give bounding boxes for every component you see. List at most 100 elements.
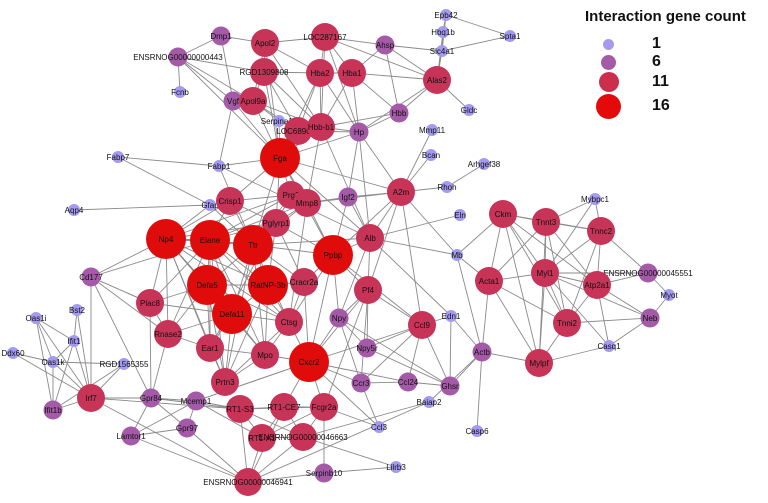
node-circle[interactable] <box>357 338 377 358</box>
node-spta1[interactable]: Spta1 <box>500 30 521 42</box>
node-hba1[interactable]: Hba1 <box>338 59 366 87</box>
node-ttr[interactable]: Ttr <box>233 225 273 265</box>
node-circle[interactable] <box>81 267 101 287</box>
node-circle[interactable] <box>489 200 517 228</box>
node-apol2[interactable]: Apol2 <box>251 29 279 57</box>
node-circle[interactable] <box>289 342 329 382</box>
node-npy[interactable]: Npy <box>329 308 349 328</box>
node-circle[interactable] <box>275 308 303 336</box>
node-circle[interactable] <box>311 23 339 51</box>
node-np4[interactable]: Np4 <box>146 219 186 259</box>
node-hbq1b[interactable]: Hbq1b <box>431 26 455 38</box>
node-circle[interactable] <box>233 225 273 265</box>
node-rnase2[interactable]: Rnase2 <box>154 320 182 348</box>
node-circle[interactable] <box>373 421 385 433</box>
node-aqp4[interactable]: Aqp4 <box>65 204 84 216</box>
node-circle[interactable] <box>398 372 418 392</box>
node-circle[interactable] <box>441 181 453 193</box>
node-circle[interactable] <box>314 463 334 483</box>
node-alb[interactable]: Alb <box>356 224 384 252</box>
node-ensrnog00000046941[interactable]: ENSRNOG00000046941 <box>203 468 293 496</box>
node-circle[interactable] <box>329 308 349 328</box>
node-acta1[interactable]: Acta1 <box>475 267 503 295</box>
node-circle[interactable] <box>532 208 560 236</box>
node-ccr3[interactable]: Ccr3 <box>351 373 371 393</box>
node-circle[interactable] <box>251 341 279 369</box>
node-ddx60[interactable]: Ddx60 <box>1 347 25 359</box>
node-circle[interactable] <box>589 193 601 205</box>
node-circle[interactable] <box>239 87 267 115</box>
node-hbb-b1[interactable]: Hbb-b1 <box>307 113 335 141</box>
node-npy5r[interactable]: Npy5r <box>356 338 378 358</box>
node-fabp7[interactable]: Fabp7 <box>107 151 130 163</box>
node-bcan[interactable]: Bcan <box>422 149 440 161</box>
node-circle[interactable] <box>338 59 366 87</box>
node-fabp1[interactable]: Fabp1 <box>208 160 231 172</box>
node-circle[interactable] <box>47 356 59 368</box>
node-mylpf[interactable]: Mylpf <box>525 349 553 377</box>
node-circle[interactable] <box>216 187 244 215</box>
node-oas1i[interactable]: Oas1i <box>26 312 47 324</box>
node-circle[interactable] <box>190 220 230 260</box>
node-circle[interactable] <box>270 393 298 421</box>
node-circle[interactable] <box>71 304 83 316</box>
node-circle[interactable] <box>118 358 130 370</box>
node-circle[interactable] <box>204 199 216 211</box>
node-circle[interactable] <box>307 113 335 141</box>
node-ifit1b[interactable]: Ifit1b <box>43 400 63 420</box>
node-mb[interactable]: Mb <box>451 249 463 261</box>
node-circle[interactable] <box>196 334 224 362</box>
node-epb42[interactable]: Epb42 <box>434 9 458 21</box>
node-ccl24[interactable]: Ccl24 <box>398 372 419 392</box>
node-dmp1[interactable]: Dmp1 <box>210 26 232 46</box>
node-circle[interactable] <box>387 178 415 206</box>
node-circle[interactable] <box>77 384 105 412</box>
node-edn1[interactable]: Edn1 <box>442 310 461 322</box>
node-circle[interactable] <box>663 289 675 301</box>
node-casp6[interactable]: Casp6 <box>465 425 489 437</box>
node-circle[interactable] <box>475 267 503 295</box>
node-fcgr2a[interactable]: Fcgr2a <box>310 393 338 421</box>
node-circle[interactable] <box>186 391 206 411</box>
node-circle[interactable] <box>310 393 338 421</box>
node-circle[interactable] <box>338 187 358 207</box>
node-ccl3[interactable]: Ccl3 <box>371 421 388 433</box>
node-slc4a1[interactable]: Slc4a1 <box>430 45 455 57</box>
node-mybpc1[interactable]: Mybpc1 <box>581 193 610 205</box>
node-circle[interactable] <box>273 115 285 127</box>
node-circle[interactable] <box>293 189 321 217</box>
node-circle[interactable] <box>250 58 278 86</box>
node-circle[interactable] <box>638 263 658 283</box>
node-ensrnog00000000443[interactable]: ENSRNOG00000000443 <box>133 47 223 67</box>
node-mmp11[interactable]: Mmp11 <box>419 124 446 136</box>
node-circle[interactable] <box>390 461 402 473</box>
node-tnni2[interactable]: Tnni2 <box>553 309 581 337</box>
node-ghsr[interactable]: Ghsr <box>440 376 460 396</box>
node-circle[interactable] <box>248 265 288 305</box>
node-circle[interactable] <box>440 9 452 21</box>
node-circle[interactable] <box>587 217 615 245</box>
node-pglyrp1[interactable]: Pglyrp1 <box>262 209 290 237</box>
node-fga[interactable]: Fga <box>260 138 300 178</box>
node-arhgef38[interactable]: Arhgef38 <box>468 158 501 170</box>
node-circle[interactable] <box>284 117 312 145</box>
node-a2m[interactable]: A2m <box>387 178 415 206</box>
node-circle[interactable] <box>313 235 353 275</box>
node-circle[interactable] <box>177 418 197 438</box>
node-circle[interactable] <box>425 149 437 161</box>
node-circle[interactable] <box>451 249 463 261</box>
node-irf7[interactable]: Irf7 <box>77 384 105 412</box>
node-lamtor1[interactable]: Lamtor1 <box>116 426 146 446</box>
node-rt1-a1[interactable]: RT1-A1 <box>248 424 276 452</box>
node-circle[interactable] <box>440 376 460 396</box>
node-circle[interactable] <box>437 26 449 38</box>
node-circle[interactable] <box>356 224 384 252</box>
node-vgf[interactable]: Vgf <box>223 91 243 111</box>
node-loc689064[interactable]: LOC689064 <box>276 117 320 145</box>
node-circle[interactable] <box>146 219 186 259</box>
node-rgd1309808[interactable]: RGD1309808 <box>240 58 289 86</box>
node-circle[interactable] <box>68 335 80 347</box>
node-gpr84[interactable]: Gpr84 <box>140 388 163 408</box>
node-circle[interactable] <box>168 47 188 67</box>
node-circle[interactable] <box>43 400 63 420</box>
